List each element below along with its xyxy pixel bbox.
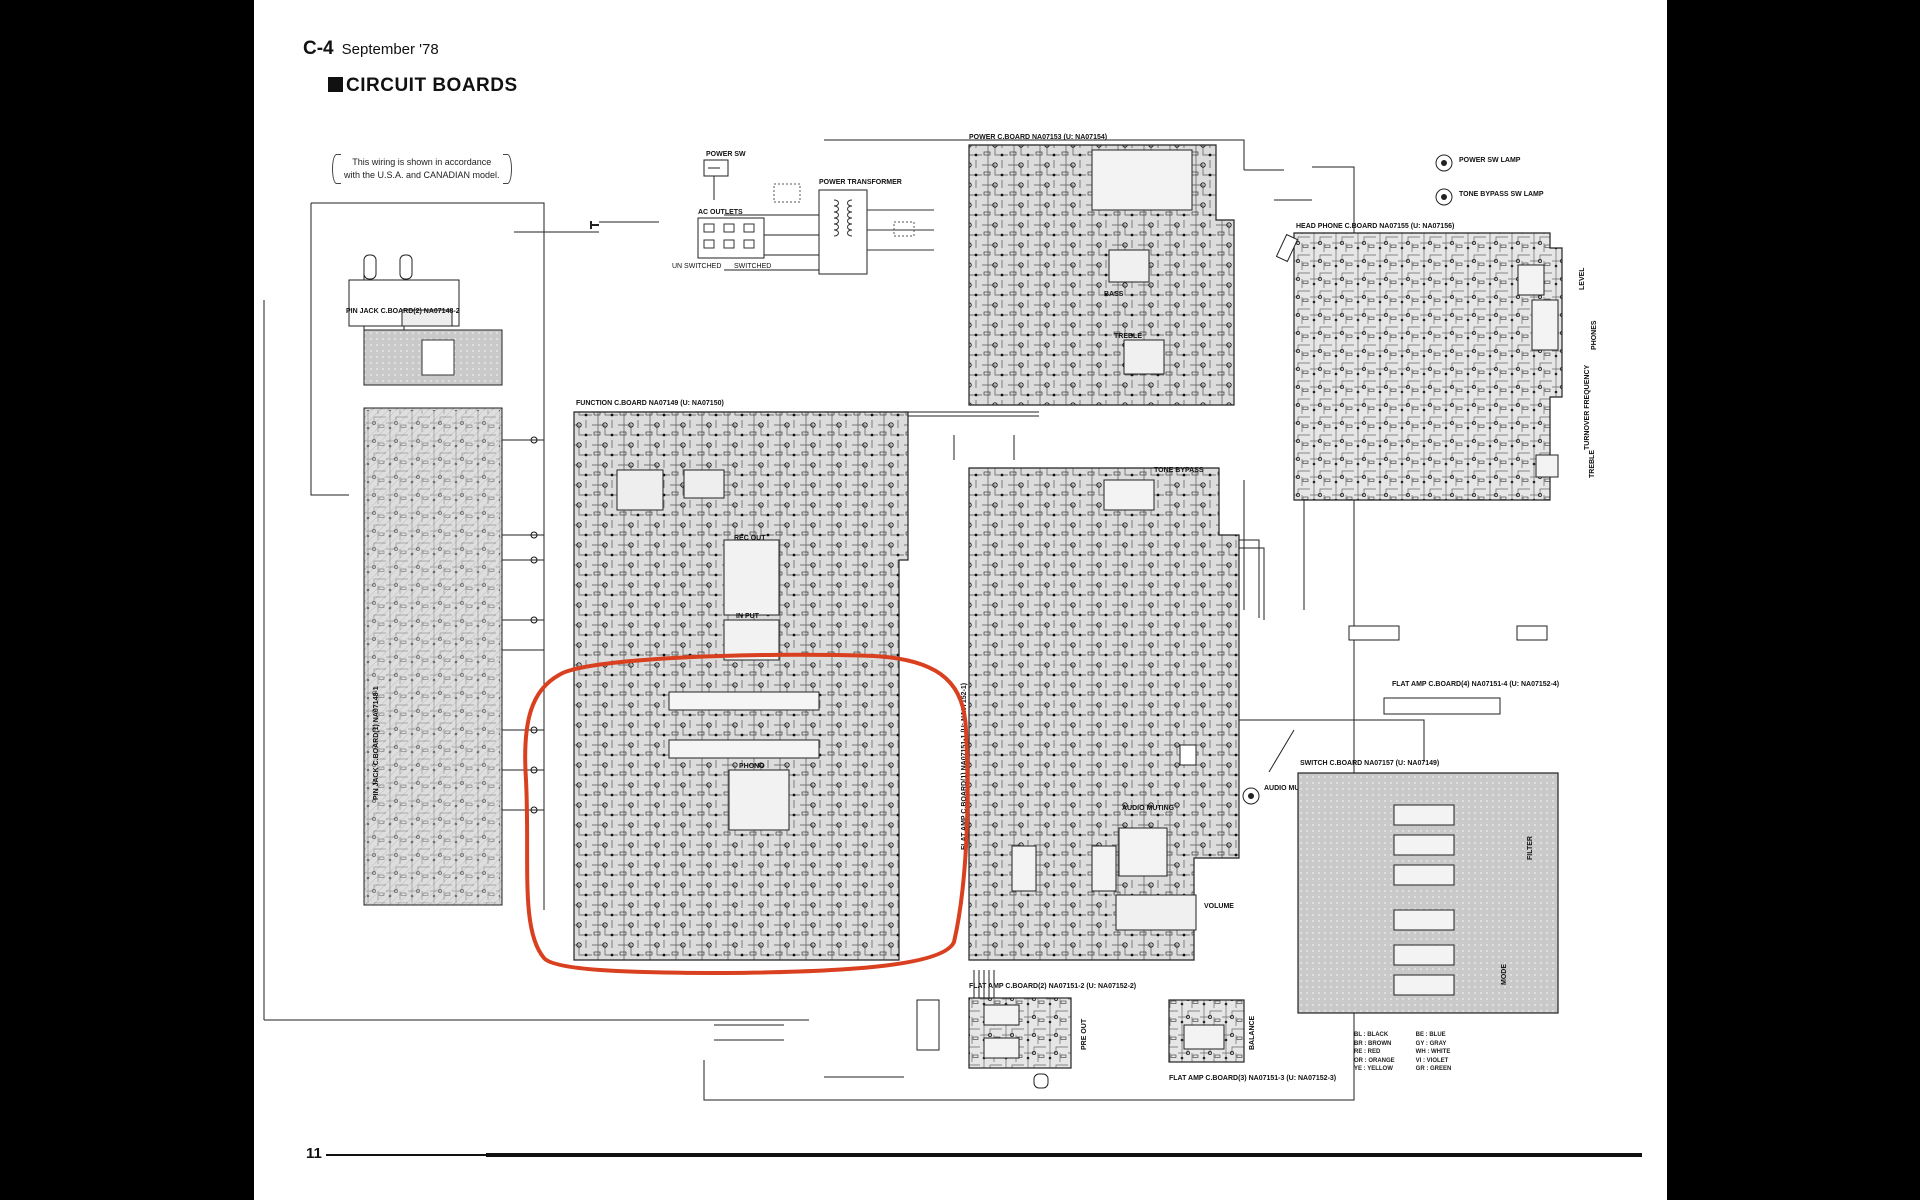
page-title-text: CIRCUIT BOARDS — [346, 75, 518, 96]
legend-item: GY : GRAY — [1415, 1040, 1447, 1047]
balance-label: BALANCE — [1249, 1015, 1256, 1050]
page-title: CIRCUIT BOARDS — [328, 75, 518, 97]
legend-column-1: BL : BLACK BR : BROWN RE : RED OR : ORAN… — [1354, 1031, 1414, 1074]
legend-item: WH : WHITE — [1415, 1049, 1451, 1055]
ac-outlets-label: AC OUTLETS — [698, 209, 743, 216]
flat-amp-1-label: FLAT AMP C.BOARD(1) NA07151-1 (U: NA0715… — [961, 683, 968, 850]
input-label: IN PUT — [736, 613, 760, 620]
power-sw-label: POWER SW — [706, 151, 746, 158]
treble-label: TREBLE — [1114, 333, 1142, 340]
mode-label: MODE — [1501, 964, 1508, 985]
title-square-icon — [328, 77, 343, 92]
unswitched-label: UN SWITCHED — [672, 263, 721, 270]
page-code: C-4 — [303, 38, 334, 59]
bass-label: BASS — [1104, 291, 1124, 298]
flat-amp-board-1: FLAT AMP C.BOARD(1) NA07151-1 (U: NA0715… — [961, 467, 1240, 961]
headphone-board: HEAD PHONE C.BOARD NA07155 (U: NA07156) … — [1294, 223, 1598, 501]
power-transformer-label: POWER TRANSFORMER — [819, 179, 902, 186]
legend-item: OR : ORANGE — [1354, 1057, 1395, 1064]
circuit-diagram: POWER SW POWER TRANSFORMER AC OUTLETS UN… — [254, 0, 1598, 1101]
legend-item: GR : GREEN — [1415, 1066, 1452, 1072]
phono-label: PHONO — [739, 763, 765, 770]
legend-column-2: BE : BLUE GY : GRAY WH : WHITE VI : VIOL… — [1416, 1031, 1476, 1074]
volume-label: VOLUME — [1204, 903, 1234, 910]
pin-jack-board-2: PIN JACK C.BOARD(2) NA07148-2 — [346, 254, 503, 386]
flat-amp-board-3: FLAT AMP C.BOARD(3) NA07151-3 (U: NA0715… — [1168, 999, 1336, 1082]
pre-out-label: PRE OUT — [1081, 1018, 1088, 1050]
power-board-label: POWER C.BOARD NA07153 (U: NA07154) — [969, 134, 1107, 141]
headphone-board-label: HEAD PHONE C.BOARD NA07155 (U: NA07156) — [1296, 223, 1454, 230]
page-date: September '78 — [341, 41, 439, 58]
legend-item: BR : BROWN — [1354, 1040, 1392, 1047]
page-number: 11 — [306, 1145, 322, 1162]
model-note-line2: with the U.S.A. and CANADIAN model. — [344, 170, 500, 180]
legend-item: RE : RED — [1354, 1049, 1381, 1055]
function-board: FUNCTION C.BOARD NA07149 (U: NA07150) RE… — [573, 400, 909, 961]
model-note-line1: This wiring is shown in accordance — [352, 157, 492, 167]
tone-bypass-lamp-label: TONE BYPASS SW LAMP — [1459, 191, 1544, 198]
pin-jack-board-1: PIN JACK C.BOARD(1) NA07148-1 — [363, 407, 544, 906]
audio-muting-board-label: AUDIO MUTING — [1122, 805, 1175, 812]
level-label: LEVEL — [1579, 267, 1586, 290]
filter-label: FILTER — [1527, 836, 1534, 860]
turnover-label: TURNOVER FREQUENCY — [1584, 364, 1591, 450]
power-board: POWER C.BOARD NA07153 (U: NA07154) BASS … — [968, 134, 1235, 406]
red-highlight-circle — [523, 652, 970, 976]
schematic-page: C-4 September '78 CIRCUIT BOARDS This wir… — [254, 0, 1667, 1200]
model-note: This wiring is shown in accordance with … — [332, 154, 512, 184]
page-header: C-4 September '78 — [303, 38, 439, 60]
phones-label: PHONES — [1591, 320, 1598, 350]
tone-bypass-board-label: TONE BYPASS — [1154, 467, 1204, 474]
switch-board-label: SWITCH C.BOARD NA07157 (U: NA07149) — [1300, 760, 1439, 767]
flat-amp-4-label: FLAT AMP C.BOARD(4) NA07151-4 (U: NA0715… — [1392, 681, 1559, 688]
flat-amp-board-2: FLAT AMP C.BOARD(2) NA07151-2 (U: NA0715… — [916, 983, 1136, 1089]
function-board-label: FUNCTION C.BOARD NA07149 (U: NA07150) — [576, 400, 724, 407]
power-sw-lamp-label: POWER SW LAMP — [1459, 157, 1521, 164]
wire-color-legend: BL : BLACK BR : BROWN RE : RED OR : ORAN… — [1354, 1031, 1476, 1074]
connectors: FLAT AMP C.BOARD(4) NA07151-4 (U: NA0715… — [1275, 233, 1559, 715]
footer-rule — [326, 1153, 1642, 1157]
flat-amp-3-label: FLAT AMP C.BOARD(3) NA07151-3 (U: NA0715… — [1169, 1075, 1336, 1082]
ac-power-section: POWER SW POWER TRANSFORMER AC OUTLETS UN… — [590, 151, 934, 275]
pin-jack-1-label: PIN JACK C.BOARD(1) NA07148-1 — [373, 686, 380, 800]
legend-item: YE : YELLOW — [1354, 1066, 1393, 1072]
switched-label: SWITCHED — [734, 263, 771, 270]
rec-out-label: REC OUT — [734, 535, 766, 542]
legend-item: BE : BLUE — [1415, 1032, 1446, 1038]
switch-board: SWITCH C.BOARD NA07157 (U: NA07149) FILT… — [1297, 760, 1559, 1014]
treble-hp-label: TREBLE — [1589, 450, 1596, 478]
legend-item: BL : BLACK — [1354, 1032, 1389, 1038]
pin-jack-2-label: PIN JACK C.BOARD(2) NA07148-2 — [346, 308, 460, 315]
legend-item: VI : VIOLET — [1415, 1057, 1449, 1064]
flat-amp-2-label: FLAT AMP C.BOARD(2) NA07151-2 (U: NA0715… — [969, 983, 1136, 990]
